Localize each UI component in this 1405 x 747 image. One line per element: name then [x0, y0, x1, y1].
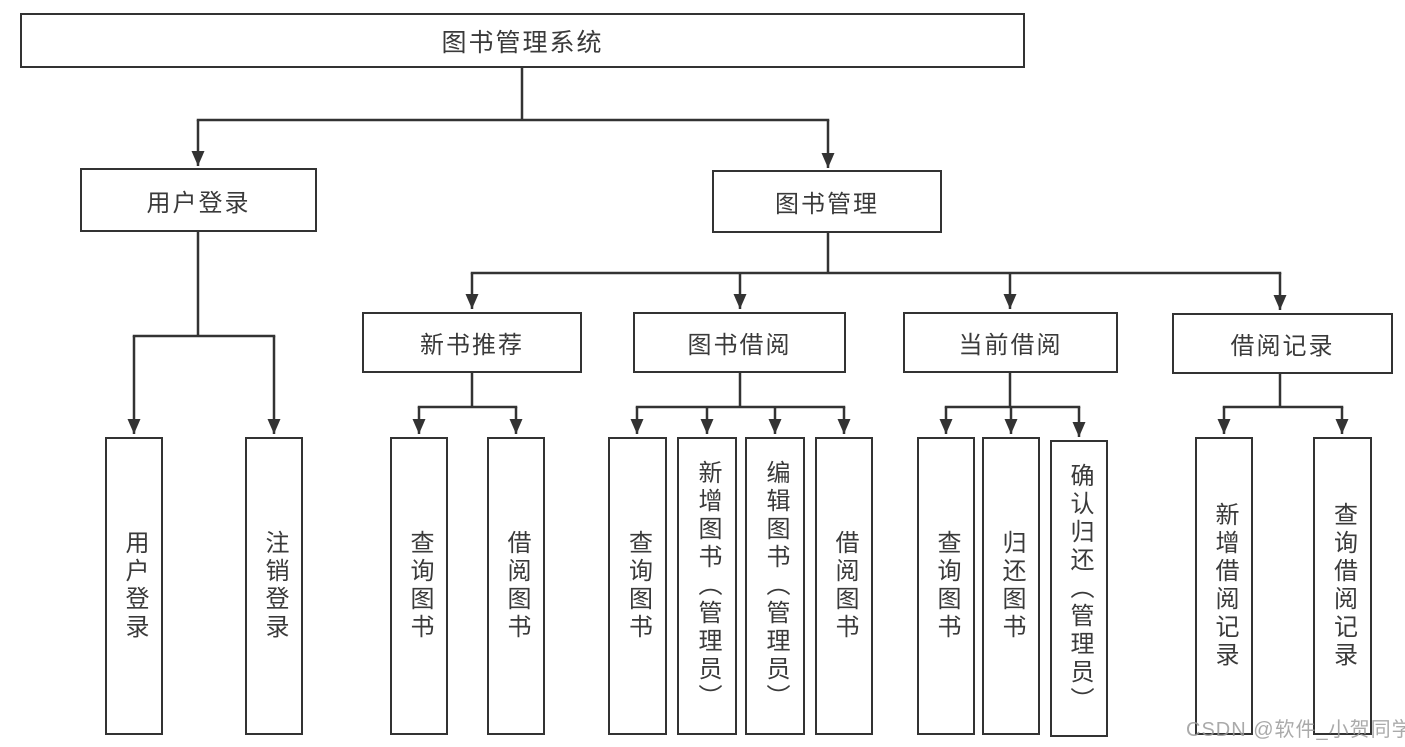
- leaf-add-borrow-record: 新增借阅记录: [1195, 437, 1253, 735]
- leaf-borrow-query-books: 查询图书: [608, 437, 667, 735]
- leaf-current-query-books-label: 查询图书: [933, 530, 960, 642]
- leaf-current-query-books: 查询图书: [917, 437, 975, 735]
- watermark: CSDN @软件_小贺同学: [1186, 719, 1405, 741]
- leaf-user-login-label: 用户登录: [121, 530, 148, 642]
- leaf-recommend-query-books: 查询图书: [390, 437, 448, 735]
- leaf-borrow-borrow-books: 借阅图书: [815, 437, 873, 735]
- leaf-return-books-label: 归还图书: [998, 530, 1025, 642]
- leaf-recommend-query-books-label: 查询图书: [406, 530, 433, 642]
- leaf-add-books-admin-label: 新增图书（管理员）: [694, 460, 721, 712]
- leaf-query-borrow-record-label: 查询借阅记录: [1329, 502, 1357, 670]
- node-user-login: 用户登录: [80, 168, 317, 232]
- leaf-add-borrow-record-label: 新增借阅记录: [1211, 502, 1238, 670]
- leaf-borrow-query-books-label: 查询图书: [624, 530, 652, 642]
- node-book-borrow-label: 图书借阅: [687, 332, 792, 359]
- node-new-book-recommend-label: 新书推荐: [420, 332, 524, 359]
- node-book-management: 图书管理: [712, 170, 942, 233]
- leaf-edit-books-admin: 编辑图书（管理员）: [745, 437, 805, 735]
- leaf-query-borrow-record: 查询借阅记录: [1313, 437, 1372, 735]
- leaf-edit-books-admin-label: 编辑图书（管理员）: [762, 460, 789, 712]
- leaf-borrow-borrow-books-label: 借阅图书: [831, 530, 858, 642]
- leaf-user-login: 用户登录: [105, 437, 163, 735]
- leaf-logout-label: 注销登录: [261, 530, 288, 642]
- leaf-return-books: 归还图书: [982, 437, 1040, 735]
- node-new-book-recommend: 新书推荐: [362, 312, 582, 373]
- node-current-borrow-label: 当前借阅: [958, 332, 1063, 359]
- leaf-logout: 注销登录: [245, 437, 303, 735]
- node-user-login-label: 用户登录: [146, 189, 251, 217]
- node-book-management-label: 图书管理: [775, 191, 879, 218]
- leaf-confirm-return-admin: 确认归还（管理员）: [1050, 440, 1108, 737]
- node-borrow-records: 借阅记录: [1172, 313, 1393, 374]
- node-library-management-system-label: 图书管理系统: [441, 28, 604, 57]
- leaf-add-books-admin: 新增图书（管理员）: [677, 437, 737, 735]
- node-borrow-records-label: 借阅记录: [1230, 333, 1335, 360]
- node-book-borrow: 图书借阅: [633, 312, 846, 373]
- node-current-borrow: 当前借阅: [903, 312, 1118, 373]
- leaf-recommend-borrow-books: 借阅图书: [487, 437, 545, 735]
- leaf-recommend-borrow-books-label: 借阅图书: [503, 530, 530, 642]
- node-library-management-system: 图书管理系统: [20, 13, 1025, 68]
- leaf-confirm-return-admin-label: 确认归还（管理员）: [1066, 462, 1093, 715]
